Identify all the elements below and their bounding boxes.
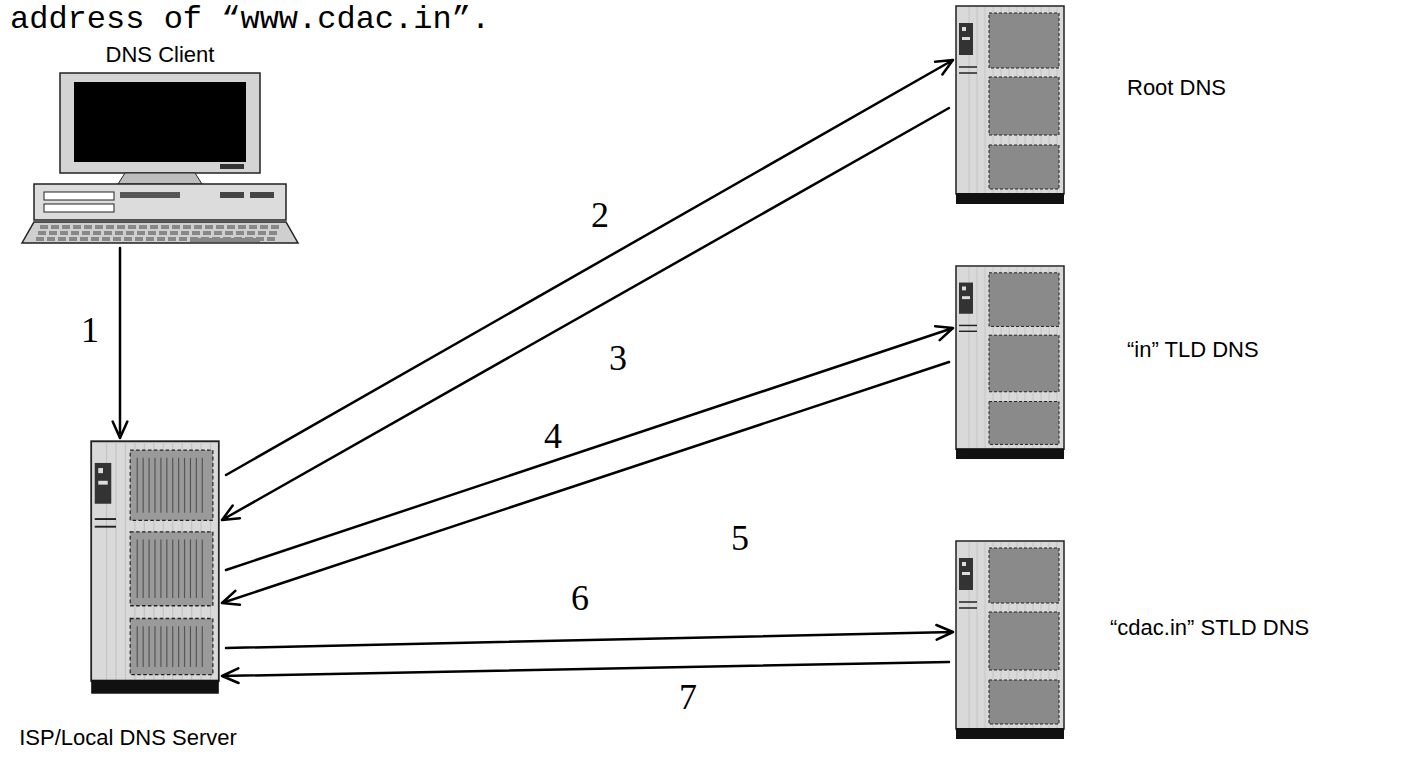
step-number: 5 xyxy=(728,520,752,556)
server-icon xyxy=(955,265,1065,460)
query-arrow xyxy=(226,625,953,648)
step-number: 2 xyxy=(588,197,612,233)
step-number: 3 xyxy=(606,340,630,376)
step-number: 6 xyxy=(568,580,592,616)
node-label: DNS Client xyxy=(106,42,215,68)
query-arrow xyxy=(222,108,949,520)
server-icon xyxy=(955,5,1065,205)
query-arrow xyxy=(226,60,953,475)
node-label: Root DNS xyxy=(1127,75,1226,101)
server-tower: “cdac.in” STLD DNS xyxy=(955,540,1065,740)
server-icon xyxy=(90,440,220,695)
query-arrow xyxy=(113,248,128,438)
step-number: 4 xyxy=(541,418,565,454)
computer-icon xyxy=(20,72,300,244)
query-arrow xyxy=(222,662,949,683)
step-number: 1 xyxy=(78,312,102,348)
server-tower: Root DNS xyxy=(955,5,1065,205)
node-label: “in” TLD DNS xyxy=(1127,337,1259,363)
server-tower: ISP/Local DNS Server xyxy=(90,440,220,695)
node-label: ISP/Local DNS Server xyxy=(19,725,237,751)
caption-text: address of “www.cdac.in”. xyxy=(10,2,490,37)
node-label: “cdac.in” STLD DNS xyxy=(1110,615,1309,641)
query-arrow xyxy=(222,362,949,605)
client-computer: DNS Client xyxy=(20,72,300,244)
query-arrow xyxy=(226,326,953,570)
server-icon xyxy=(955,540,1065,740)
server-tower: “in” TLD DNS xyxy=(955,265,1065,460)
step-number: 7 xyxy=(676,679,700,715)
